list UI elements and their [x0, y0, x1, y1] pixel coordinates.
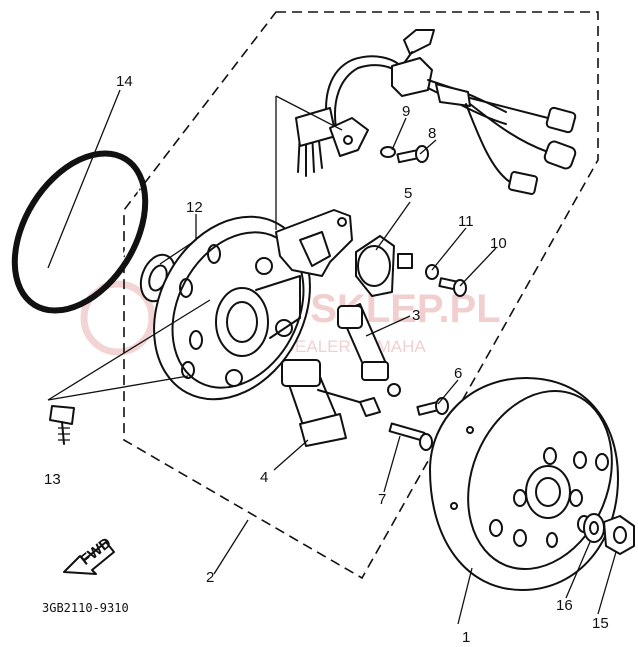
stator-assembly-boundary [123, 11, 599, 580]
callout-6a: 6 [454, 365, 462, 382]
leader-lines [47, 89, 617, 625]
callout-15: 15 [592, 615, 609, 632]
callout-1: 1 [462, 629, 470, 646]
screw-part-6-lower [416, 397, 449, 416]
pulser-coil-part-5 [355, 235, 413, 297]
washer-part-11 [425, 264, 439, 280]
coil-bracket [275, 209, 353, 277]
callout-10: 10 [490, 235, 507, 252]
washer-part-16 [583, 513, 605, 543]
callout-7: 7 [378, 491, 386, 508]
drawing-code: 3GB2110-9310 [42, 601, 129, 615]
lighting-coil-part-4 [281, 359, 381, 447]
nut-part-15 [603, 515, 635, 555]
callout-14: 14 [116, 73, 133, 90]
screw-part-8-upper [396, 145, 429, 164]
callout-6b: 8 [428, 125, 436, 142]
o-ring-part-14 [11, 150, 149, 314]
callout-3: 3 [412, 307, 420, 324]
flywheel-rotor-part-1 [429, 377, 619, 591]
callout-9: 11 [458, 213, 474, 230]
callout-16: 16 [556, 597, 573, 614]
charging-coil-part-3 [337, 303, 401, 397]
wire-harness [295, 29, 577, 195]
screw-part-13 [49, 405, 75, 445]
callout-4: 4 [260, 469, 268, 486]
callout-8: 9 [402, 103, 410, 120]
forward-arrow-icon: FWD [63, 534, 115, 575]
screw-part-7 [388, 422, 433, 451]
callout-13: 13 [44, 471, 61, 488]
callout-5: 5 [404, 185, 412, 202]
callout-12: 12 [186, 199, 203, 216]
callout-2: 2 [206, 569, 214, 586]
clamp-part-9 [329, 117, 396, 158]
callout-labels: 1 2 3 4 5 6 8 7 9 11 10 12 13 14 15 16 [44, 73, 609, 646]
screw-part-10 [438, 277, 467, 297]
